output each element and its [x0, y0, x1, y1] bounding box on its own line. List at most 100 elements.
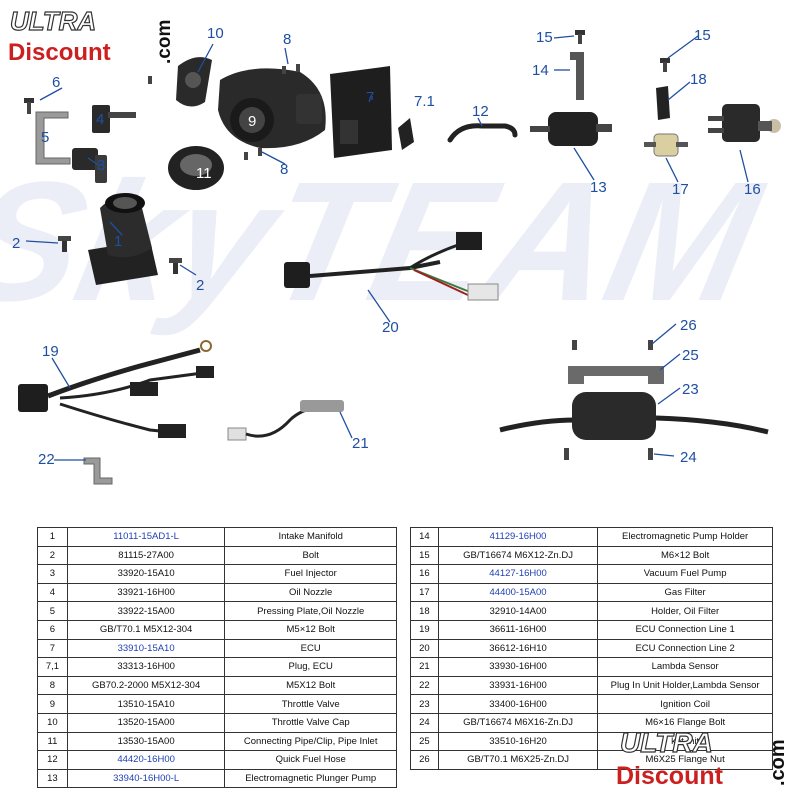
part-name-cell: Electromagnetic Plunger Pump — [224, 768, 397, 789]
part-name-cell: ECU Connection Line 2 — [597, 638, 773, 659]
part-reference-cell: 81115-27A00 — [66, 545, 226, 566]
part-number-cell: 7 — [37, 638, 68, 659]
part-name-cell: Plug In Unit Holder,Lambda Sensor — [597, 675, 773, 696]
lambda-sensor-part — [227, 400, 344, 441]
part-name-cell: Vacuum Fuel Pump — [597, 564, 773, 584]
callout-label: 15 — [536, 29, 553, 46]
callout-label: 16 — [744, 181, 761, 198]
part-name-cell: Gas Filter — [597, 582, 773, 603]
part-reference-cell: 11011-15AD1-L — [66, 527, 226, 547]
part-number-cell: 12 — [37, 750, 68, 770]
pressing-plate-part — [35, 111, 71, 165]
part-number-cell: 24 — [410, 712, 439, 733]
part-name-cell: Throttle Valve Cap — [224, 712, 397, 733]
part-name-cell: ECU — [224, 638, 397, 659]
throttle-valve-part — [218, 68, 326, 149]
callout-label: 18 — [690, 71, 707, 88]
callout-label: 1 — [114, 233, 122, 250]
ecu-plug-part — [398, 118, 414, 150]
part-reference-cell: 33313-16H00 — [66, 657, 226, 677]
part-number-cell: 11 — [37, 731, 68, 752]
part-name-cell: Oil Nozzle — [224, 582, 397, 603]
callout-label: 24 — [680, 449, 697, 466]
part-reference-cell: 36612-16H10 — [437, 638, 599, 659]
m6x12-bolt-part — [660, 58, 670, 72]
callout-label: 7.1 — [414, 93, 435, 110]
fuel-injector-part — [72, 148, 107, 183]
m5-bolt-part — [24, 98, 34, 114]
part-number-cell: 25 — [410, 731, 439, 752]
exploded-parts-diagram: SkyTEAM — [0, 25, 781, 485]
bolt-part — [58, 236, 71, 252]
intake-manifold-part — [88, 193, 158, 285]
flange-bolt-part — [564, 448, 653, 460]
part-number-cell: 7,1 — [37, 657, 68, 677]
part-number-cell: 16 — [410, 564, 439, 584]
part-name-cell: Fuel Injector — [224, 564, 397, 584]
callout-label: 20 — [382, 319, 399, 336]
pump-holder-part — [570, 52, 584, 100]
part-reference-cell: 33921-16H00 — [66, 582, 226, 603]
part-name-cell: Electromagnetic Pump Holder — [597, 527, 773, 547]
m5x12-bolt-part — [282, 64, 300, 74]
part-reference-cell: 41129-16H00 — [437, 527, 599, 547]
gas-filter-part — [644, 133, 688, 157]
part-number-cell: 26 — [410, 750, 439, 770]
callout-label: 2 — [196, 277, 204, 294]
part-reference-cell: GB/T16674 M6X12-Zn.DJ — [437, 545, 599, 566]
callout-label: 9 — [248, 113, 256, 130]
callout-label: 6 — [52, 74, 60, 91]
part-name-cell: Ignition Coil — [597, 694, 773, 714]
part-number-cell: 10 — [37, 712, 68, 733]
callout-label: 12 — [472, 103, 489, 120]
part-reference-cell: 33931-16H00 — [437, 675, 599, 696]
part-number-cell: 9 — [37, 694, 68, 714]
callout-label: 2 — [12, 235, 20, 252]
callout-label: 21 — [352, 435, 369, 452]
part-name-cell: ket, hit — [597, 731, 773, 752]
callout-label: 25 — [682, 347, 699, 364]
part-number-cell: 2 — [37, 545, 68, 566]
part-name-cell: M6×12 Bolt — [597, 545, 773, 566]
part-number-cell: 14 — [410, 527, 439, 547]
part-name-cell: Lambda Sensor — [597, 657, 773, 677]
part-reference-cell: 13530-15A00 — [66, 731, 226, 752]
callout-labels: 1 2 2 3 4 5 6 7 7.1 8 8 9 10 11 12 13 14… — [12, 25, 761, 468]
callout-label: 10 — [207, 25, 224, 42]
part-reference-cell: 33920-15A10 — [66, 564, 226, 584]
ecu-connection-line-2-part — [284, 232, 499, 301]
part-reference-cell: GB/T70.1 M5X12-304 — [66, 619, 226, 640]
part-number-cell: 1 — [37, 527, 68, 547]
part-name-cell: ECU Connection Line 1 — [597, 619, 773, 640]
part-reference-cell: 36611-16H00 — [437, 619, 599, 640]
callout-label: 23 — [682, 381, 699, 398]
callout-label: 17 — [672, 181, 689, 198]
part-reference-cell: GB70.2-2000 M5X12-304 — [66, 675, 226, 696]
part-name-cell: Holder, Oil Filter — [597, 601, 773, 621]
part-reference-cell: 44127-16H00 — [437, 564, 599, 584]
m5x12-bolt-part — [148, 76, 152, 84]
part-name-cell: Plug, ECU — [224, 657, 397, 677]
callout-label: 13 — [590, 179, 607, 196]
m5x12-bolt-part — [244, 148, 262, 160]
callout-label: 3 — [97, 157, 105, 174]
part-reference-cell: 44400-15A00 — [437, 582, 599, 603]
part-name-cell: M5×12 Bolt — [224, 619, 397, 640]
part-reference-cell: 33940-16H00-L — [66, 768, 226, 789]
